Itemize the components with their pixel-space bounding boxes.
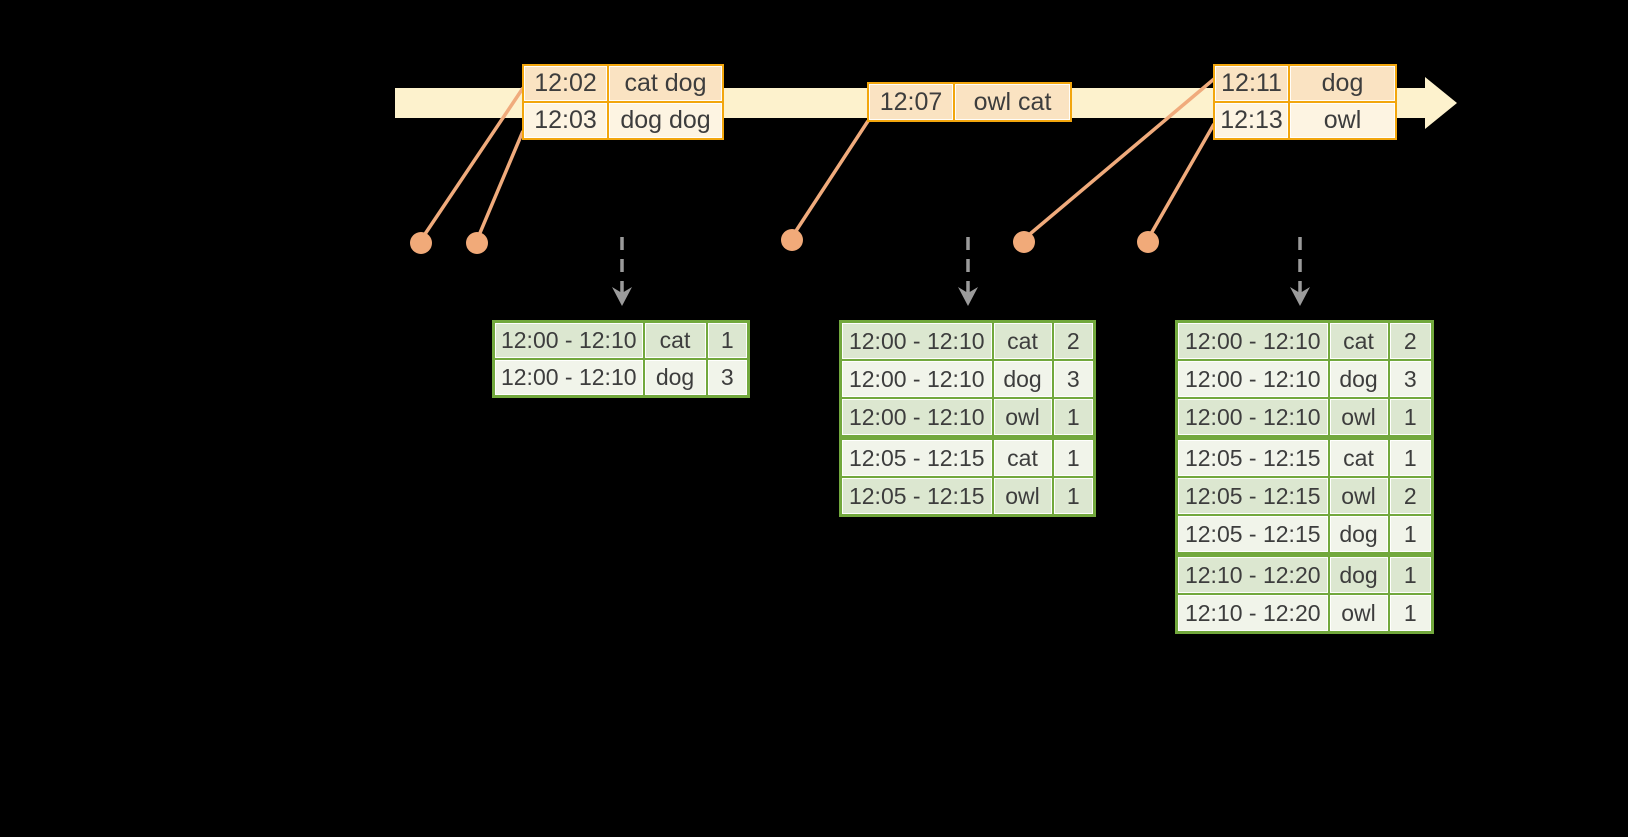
count-cell: 2 bbox=[1387, 320, 1434, 361]
count-cell: 1 bbox=[1051, 397, 1096, 439]
window-cell: 12:00 - 12:10 bbox=[839, 359, 994, 399]
word-cell: dog bbox=[1327, 359, 1390, 399]
window-cell: 12:05 - 12:15 bbox=[1175, 435, 1330, 478]
word-cell: dog bbox=[991, 359, 1054, 399]
count-cell: 3 bbox=[1387, 359, 1434, 399]
event-time-cell: 12:03 bbox=[522, 101, 609, 140]
count-cell: 3 bbox=[1051, 359, 1096, 399]
count-cell: 1 bbox=[1051, 476, 1096, 517]
window-cell: 12:10 - 12:20 bbox=[1175, 552, 1330, 595]
count-cell: 1 bbox=[1387, 514, 1434, 556]
word-cell: dog bbox=[1327, 514, 1390, 556]
word-cell: owl bbox=[1327, 593, 1390, 634]
window-cell: 12:05 - 12:15 bbox=[839, 476, 994, 517]
event-words-cell: dog dog bbox=[607, 101, 724, 140]
word-cell: owl bbox=[991, 476, 1054, 517]
word-cell: cat bbox=[642, 320, 708, 360]
count-cell: 1 bbox=[1387, 593, 1434, 634]
word-cell: cat bbox=[1327, 320, 1390, 361]
window-cell: 12:00 - 12:10 bbox=[839, 320, 994, 361]
event-dot bbox=[466, 232, 488, 254]
word-cell: cat bbox=[1327, 435, 1390, 478]
event-dot bbox=[781, 229, 803, 251]
count-cell: 1 bbox=[1387, 552, 1434, 595]
event-time-cell: 12:02 bbox=[522, 64, 609, 103]
connector-line bbox=[475, 130, 525, 241]
event-time-cell: 12:11 bbox=[1213, 64, 1290, 103]
connector-line bbox=[1022, 77, 1216, 241]
timeline-arrowhead-icon bbox=[1425, 77, 1457, 129]
count-cell: 2 bbox=[1051, 320, 1096, 361]
connector-line bbox=[419, 87, 525, 241]
trigger-arrows bbox=[612, 237, 1310, 306]
count-cell: 1 bbox=[1387, 397, 1434, 439]
event-dot bbox=[410, 232, 432, 254]
window-cell: 12:05 - 12:15 bbox=[1175, 514, 1330, 556]
count-cell: 1 bbox=[705, 320, 750, 360]
event-words-cell: owl cat bbox=[953, 82, 1072, 122]
word-cell: owl bbox=[991, 397, 1054, 439]
count-cell: 1 bbox=[1387, 435, 1434, 478]
connector-line bbox=[790, 120, 870, 238]
word-cell: owl bbox=[1327, 397, 1390, 439]
window-cell: 12:00 - 12:10 bbox=[1175, 320, 1330, 361]
connector-line bbox=[1146, 123, 1216, 240]
word-cell: dog bbox=[1327, 552, 1390, 595]
word-cell: owl bbox=[1327, 476, 1390, 516]
window-cell: 12:00 - 12:10 bbox=[839, 397, 994, 439]
event-time-cell: 12:07 bbox=[867, 82, 955, 122]
event-dot bbox=[1013, 231, 1035, 253]
window-cell: 12:00 - 12:10 bbox=[492, 358, 645, 398]
window-cell: 12:00 - 12:10 bbox=[1175, 359, 1330, 399]
word-cell: cat bbox=[991, 320, 1054, 361]
window-cell: 12:10 - 12:20 bbox=[1175, 593, 1330, 634]
window-cell: 12:00 - 12:10 bbox=[492, 320, 645, 360]
connector-lines bbox=[419, 77, 1216, 241]
count-cell: 2 bbox=[1387, 476, 1434, 516]
event-time-cell: 12:13 bbox=[1213, 101, 1290, 140]
word-cell: cat bbox=[991, 435, 1054, 478]
window-cell: 12:05 - 12:15 bbox=[1175, 476, 1330, 516]
window-cell: 12:00 - 12:10 bbox=[1175, 397, 1330, 439]
event-dot bbox=[1137, 231, 1159, 253]
event-words-cell: owl bbox=[1288, 101, 1397, 140]
event-words-cell: cat dog bbox=[607, 64, 724, 103]
count-cell: 1 bbox=[1051, 435, 1096, 478]
word-cell: dog bbox=[642, 358, 708, 398]
window-cell: 12:05 - 12:15 bbox=[839, 435, 994, 478]
count-cell: 3 bbox=[705, 358, 750, 398]
event-words-cell: dog bbox=[1288, 64, 1397, 103]
